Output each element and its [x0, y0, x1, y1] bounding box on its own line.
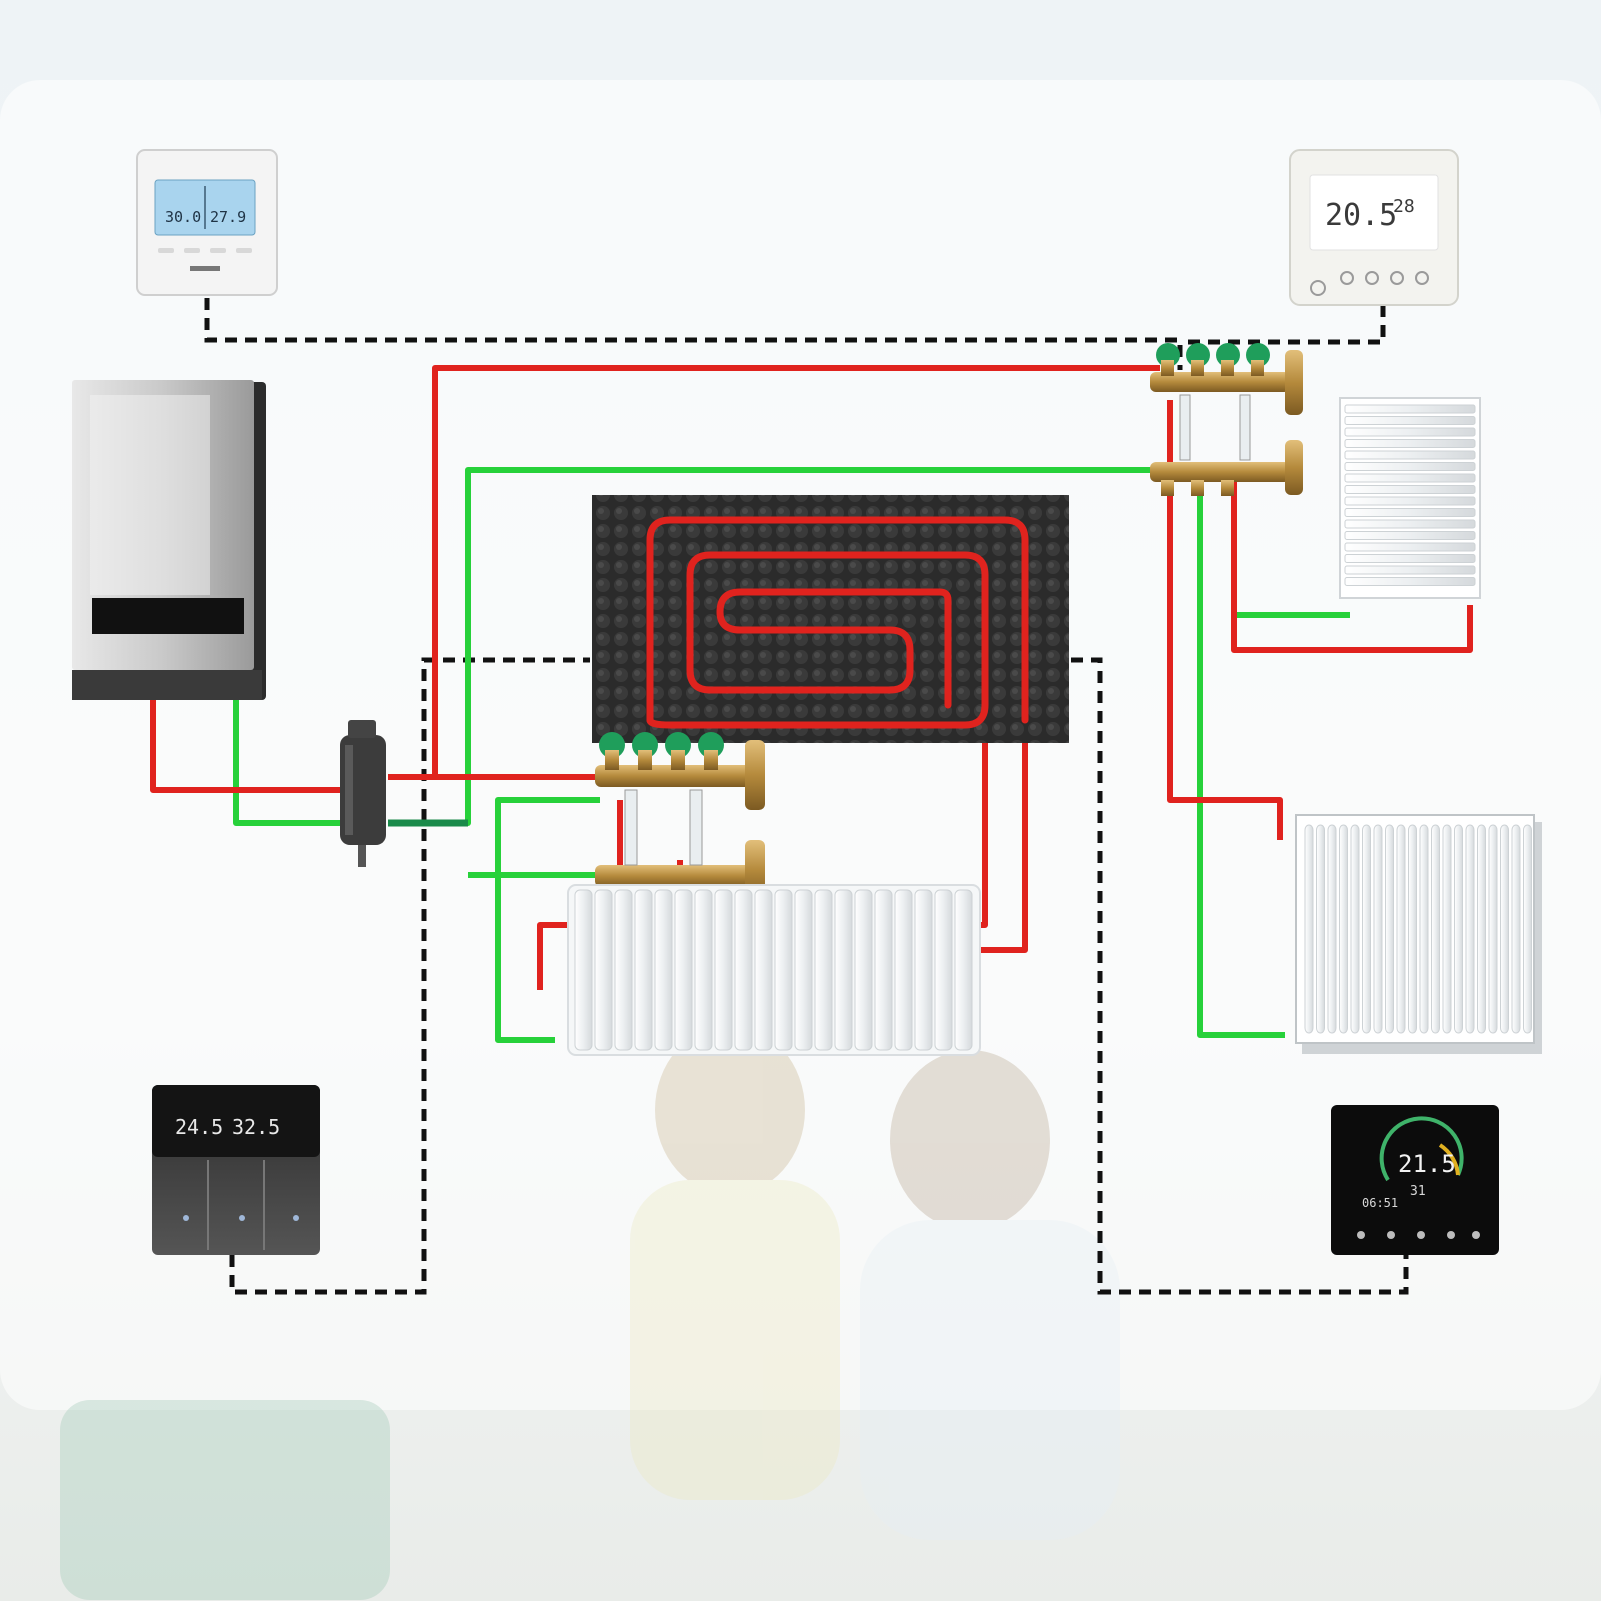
radiator-panel-fin [1442, 824, 1452, 1034]
bottom-right-sub-temp: 31 [1410, 1184, 1426, 1199]
radiator-panel-fin [1500, 824, 1509, 1034]
radiator-column-fin [654, 889, 673, 1051]
top-left-set-temp: 30.0 [165, 208, 201, 226]
radiator-slat [1344, 416, 1476, 425]
manifold-top-right-icon [1150, 343, 1303, 496]
pipe-flow-main [432, 365, 1160, 777]
bottom-left-room-temp: 32.5 [232, 1115, 280, 1139]
bottom-right-main-temp: 21.5 [1398, 1150, 1456, 1178]
radiator-column-fin [814, 889, 833, 1051]
control-wire-bottom-right [1071, 657, 1409, 1295]
radiator-panel-fin [1373, 824, 1383, 1034]
pipe-flow-radiator-upper-right [1231, 480, 1473, 653]
radiator-panel-fin [1385, 824, 1394, 1034]
thermostat-glass-dark-icon: 24.5 32.5 [152, 1085, 320, 1255]
radiator-slat [1344, 554, 1476, 563]
thermostat-glass-black-icon: 21.5 31 06:51 [1331, 1105, 1499, 1255]
top-left-room-temp: 27.9 [210, 208, 246, 226]
thermostat-lcd-blue-icon: 30.0 27.9 [136, 149, 278, 296]
radiator-slat [1344, 485, 1476, 494]
radiator-panel-fin [1396, 824, 1406, 1034]
pipe-return-radiator-center [495, 797, 600, 1043]
control-wire-bottom-left [229, 657, 590, 1295]
pipe-boiler-flow [150, 700, 340, 793]
radiator-panel-fin [1431, 824, 1440, 1034]
radiator-slat [1344, 427, 1476, 437]
radiator-slat [1344, 473, 1476, 483]
radiator-slat [1344, 439, 1476, 448]
radiator-panel-fin [1362, 824, 1371, 1034]
radiator-panel-fin [1304, 824, 1314, 1034]
radiator-column-fin [734, 889, 753, 1051]
bottom-right-clock: 06:51 [1362, 1196, 1398, 1210]
radiator-panel-fin [1465, 824, 1475, 1034]
panel-radiator-icon [1295, 814, 1542, 1054]
radiator-slat [1344, 542, 1476, 552]
radiator-column-fin [694, 889, 713, 1051]
radiator-column-fin [674, 889, 693, 1051]
radiator-panel-fin [1454, 824, 1463, 1034]
manifold-center-icon [595, 732, 765, 905]
floor-heating-coil-icon [592, 495, 1069, 743]
radiator-panel-fin [1350, 824, 1360, 1034]
radiator-column-fin [754, 889, 773, 1051]
radiator-column-fin [854, 889, 873, 1051]
column-radiator-icon [567, 884, 981, 1056]
radiator-column-fin [894, 889, 913, 1051]
radiator-column-fin [634, 889, 653, 1051]
radiator-slat [1344, 462, 1476, 471]
radiator-panel-fin [1511, 824, 1521, 1034]
radiator-panel-fin [1339, 824, 1348, 1034]
pipe-return-radiator-lower-right [1197, 470, 1285, 1038]
radiator-slat [1344, 404, 1476, 414]
bottom-left-set-temp: 24.5 [175, 1115, 223, 1139]
thermostat-lcd-white-icon: 20.5 28 [1289, 149, 1459, 306]
radiator-column-fin [574, 889, 593, 1051]
wall-boiler-icon [72, 380, 266, 700]
top-right-set-temp: 28 [1393, 196, 1415, 217]
radiator-upper-right-icon [1339, 397, 1481, 599]
radiator-column-fin [794, 889, 813, 1051]
radiator-panel-fin [1488, 824, 1498, 1034]
radiator-column-fin [714, 889, 733, 1051]
pipe-boiler-return [233, 700, 340, 826]
radiator-column-fin [914, 889, 933, 1051]
radiator-slat [1344, 450, 1476, 460]
radiator-column-fin [874, 889, 893, 1051]
radiator-column-fin [614, 889, 633, 1051]
radiator-slat [1344, 577, 1476, 586]
radiator-panel-fin [1316, 824, 1325, 1034]
radiator-column-fin [774, 889, 793, 1051]
radiator-column-fin [834, 889, 853, 1051]
radiator-slat [1344, 496, 1476, 506]
diagram-panel [0, 80, 1601, 1410]
radiator-column-fin [954, 889, 973, 1051]
radiator-panel-fin [1477, 824, 1486, 1034]
radiator-panel-fin [1419, 824, 1429, 1034]
radiator-slat [1344, 531, 1476, 540]
radiator-panel-fin [1327, 824, 1337, 1034]
radiator-panel-fin [1523, 824, 1532, 1034]
radiator-column-fin [934, 889, 953, 1051]
background-photo-hint [60, 1025, 1120, 1600]
top-right-room-temp: 20.5 [1325, 198, 1397, 233]
radiator-panel-fin [1408, 824, 1417, 1034]
hydraulic-separator-icon [340, 720, 386, 867]
pipe-flow-radiator-lower-right [1167, 400, 1283, 840]
radiator-slat [1344, 565, 1476, 575]
radiator-column-fin [594, 889, 613, 1051]
radiator-slat [1344, 508, 1476, 517]
radiator-slat [1344, 519, 1476, 529]
